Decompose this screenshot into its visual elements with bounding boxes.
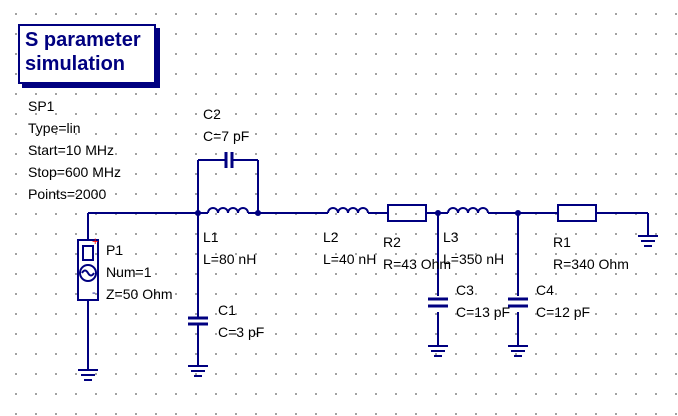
sim-title-line2: simulation bbox=[25, 53, 126, 75]
c2-value: C=7 pF bbox=[203, 128, 250, 144]
sim-stop: Stop=600 MHz bbox=[28, 164, 121, 180]
inductor-l1-symbol[interactable] bbox=[207, 207, 249, 214]
svg-text:+: + bbox=[92, 236, 98, 248]
resistor-r1-symbol[interactable] bbox=[557, 204, 597, 222]
l3-value: L=350 nH bbox=[443, 251, 505, 267]
ground-icon bbox=[428, 345, 448, 357]
inductor-l3-symbol[interactable] bbox=[447, 207, 489, 214]
resistor-r2-symbol[interactable] bbox=[387, 204, 427, 222]
c1-value: C=3 pF bbox=[218, 324, 265, 340]
sim-title-line1: S parameter bbox=[25, 29, 141, 51]
r2-value: R=43 Ohm bbox=[383, 256, 452, 272]
junction-dot bbox=[435, 210, 441, 216]
r2-name: R2 bbox=[383, 234, 401, 250]
junction-dot bbox=[515, 210, 521, 216]
ground-icon bbox=[188, 365, 208, 377]
ground-icon bbox=[508, 345, 528, 357]
inductor-l2-symbol[interactable] bbox=[327, 207, 369, 214]
sim-start: Start=10 MHz bbox=[28, 142, 114, 158]
l2-value: L=40 nH bbox=[323, 251, 377, 267]
c3-name: C3 bbox=[456, 282, 474, 298]
l3-name: L3 bbox=[443, 229, 459, 245]
c4-value: C=12 pF bbox=[536, 304, 591, 320]
capacitor-c4-symbol[interactable] bbox=[508, 297, 528, 308]
wires bbox=[87, 159, 649, 370]
svg-text:-: - bbox=[92, 287, 96, 299]
sim-type: Type=lin bbox=[28, 120, 81, 136]
ground-icon bbox=[78, 369, 98, 381]
port-p1-symbol[interactable]: + - bbox=[77, 236, 99, 301]
sim-name: SP1 bbox=[28, 98, 55, 114]
r1-value: R=340 Ohm bbox=[553, 256, 629, 272]
junction-dot bbox=[255, 210, 261, 216]
c1-name: C1 bbox=[218, 302, 236, 318]
p1-num: Num=1 bbox=[106, 264, 152, 280]
p1-name: P1 bbox=[106, 242, 124, 258]
c2-name: C2 bbox=[203, 106, 221, 122]
c3-value: C=13 pF bbox=[456, 304, 511, 320]
ground-icon bbox=[638, 235, 658, 247]
capacitor-c3-symbol[interactable] bbox=[428, 297, 448, 308]
r1-name: R1 bbox=[553, 234, 571, 250]
capacitor-c1-symbol[interactable] bbox=[188, 290, 208, 338]
l2-name: L2 bbox=[323, 229, 339, 245]
c4-name: C4 bbox=[536, 282, 554, 298]
junction-dot bbox=[195, 210, 201, 216]
l1-name: L1 bbox=[203, 229, 219, 245]
sp-simulation-block[interactable]: S parameter simulation bbox=[18, 24, 156, 84]
l1-value: L=80 nH bbox=[203, 251, 257, 267]
p1-impedance: Z=50 Ohm bbox=[106, 286, 173, 302]
capacitor-c2-symbol[interactable] bbox=[218, 152, 240, 168]
sim-points: Points=2000 bbox=[28, 186, 107, 202]
